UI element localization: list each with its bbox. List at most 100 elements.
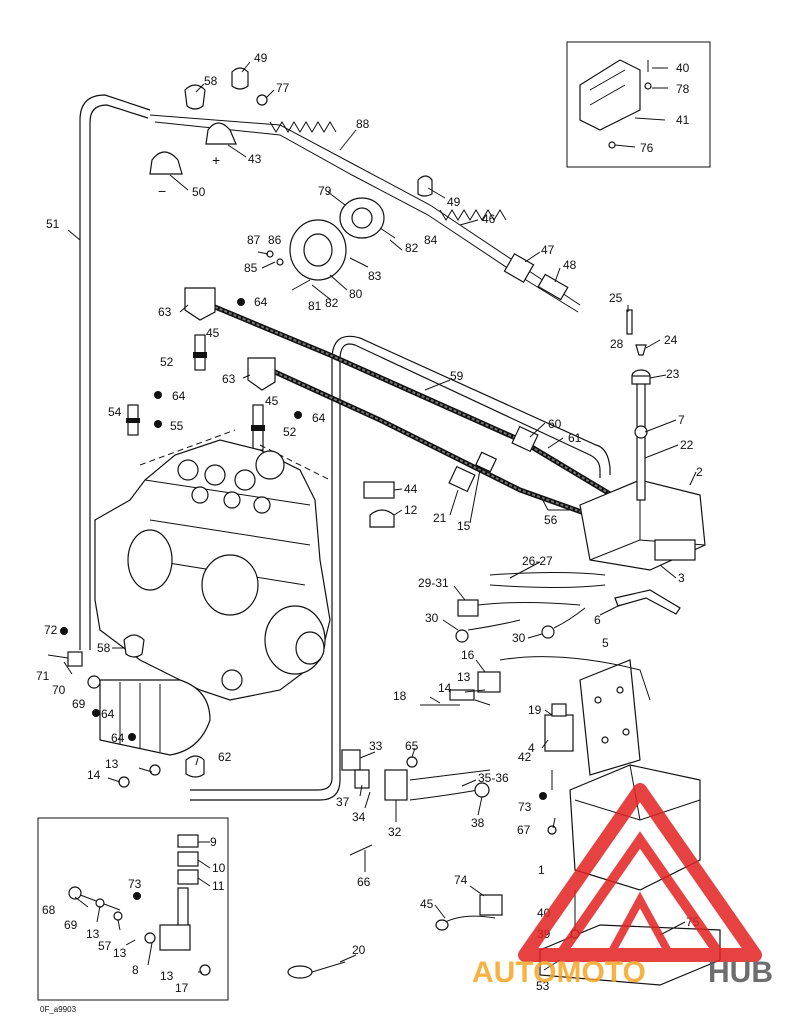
callout-label: 4 [528,741,535,755]
callout-label: 58 [97,641,111,655]
tie-20 [287,961,346,979]
cable-35-36 [409,769,491,801]
callout-label: 74 [454,873,468,887]
starter-motor [99,679,211,756]
clamp-13-lower [149,764,161,776]
callout-labels: 49 58 77 43 50 88 79 49 46 87 86 85 82 8… [36,51,703,995]
bracket-32 [384,769,408,801]
nut-77 [256,94,268,106]
callout-label: 13 [160,969,174,983]
callout-label: 46 [482,212,496,226]
rod-22 [636,379,646,501]
svg-text:+: + [212,152,220,168]
sensor-54 [126,404,140,436]
callout-label: 58 [204,74,218,88]
callout-label: 14 [438,681,452,695]
callout-label: 23 [666,367,680,381]
callout-label: 28 [610,337,624,351]
connector-33 [341,749,361,771]
callout-label: 45 [265,394,279,408]
callout-label: 3 [678,571,685,585]
nut-14-lower [118,776,130,788]
callout-label: 13 [113,946,127,960]
callout-label: 38 [471,816,485,830]
relay-4 [544,703,574,752]
terminal-30-right [541,625,555,639]
clamp-58 [184,84,206,110]
callout-label: 5 [602,636,609,650]
mounting-plate-19 [579,659,641,776]
cap-23 [631,369,651,385]
plug-cap-63-lower [247,357,276,391]
inset-box-battery-bracket [566,41,711,168]
callout-label: 37 [336,795,350,809]
leader-lines [63,61,697,973]
svg-text:−: − [158,183,166,199]
callout-label: 16 [461,648,475,662]
callout-label: 30 [512,631,526,645]
washer-67 [547,825,557,835]
wire-harness-5 [499,656,651,701]
callout-label: 87 [247,233,261,247]
callout-label: 80 [349,287,363,301]
callout-label: 14 [87,768,101,782]
bracket-6 [614,589,681,615]
callout-label: 17 [175,981,189,995]
callout-label: 77 [276,81,290,95]
fuse-13-14 [449,689,475,701]
callout-label: 55 [170,419,184,433]
callout-label: 79 [318,184,332,198]
callout-label: 49 [254,51,268,65]
watermark-text-b: HUB [708,956,773,989]
callout-label: 82 [325,296,339,310]
callout-label: 50 [192,185,206,199]
callout-label: 13 [86,927,100,941]
clip-12 [369,509,395,528]
callout-label: 34 [352,810,366,824]
callout-label: 43 [248,152,262,166]
watermark-logo: AUTOMOTO HUB [472,783,773,989]
lubricant-markers [60,298,547,900]
callout-label: 47 [541,243,555,257]
callout-label: 52 [160,355,174,369]
callout-label: 42 [518,750,532,764]
boot-62 [185,755,205,778]
cable-spring-46 [439,209,507,221]
cable-end-79 [339,197,385,239]
callout-label: 67 [517,823,531,837]
clip-37 [354,769,370,789]
engine-block [94,429,331,701]
pin-25 [626,309,633,335]
tube-59 [190,343,601,801]
boot-60 [511,425,539,453]
callout-label: 82 [405,241,419,255]
figure-code: 0F_a9903 [40,1005,77,1014]
tie-45 [435,915,496,931]
bolt-71 [47,654,69,659]
callout-label: 73 [518,800,532,814]
callout-label: 12 [404,503,418,517]
callout-label: 84 [424,233,438,247]
callout-label: 11 [212,879,225,893]
callout-label: 62 [218,750,232,764]
callout-label: 13 [457,670,471,684]
boot-21 [448,465,476,493]
callout-label: 78 [676,82,690,96]
callout-label: 81 [308,299,322,313]
callout-label: 29-31 [418,576,449,590]
tube-51 [79,94,151,650]
washer-86 [276,258,284,266]
callout-label: 13 [105,757,119,771]
callout-label: 15 [457,519,471,533]
callout-label: 64 [111,731,125,745]
callout-label: 63 [158,305,172,319]
callout-label: 22 [680,438,694,452]
terminal-30-left [455,629,469,643]
callout-label: 48 [563,258,577,272]
callout-label: 72 [44,623,58,637]
callout-label: 83 [368,269,382,283]
callout-label: 68 [42,903,56,917]
callout-label: 9 [210,835,217,849]
callout-label: 49 [447,195,461,209]
